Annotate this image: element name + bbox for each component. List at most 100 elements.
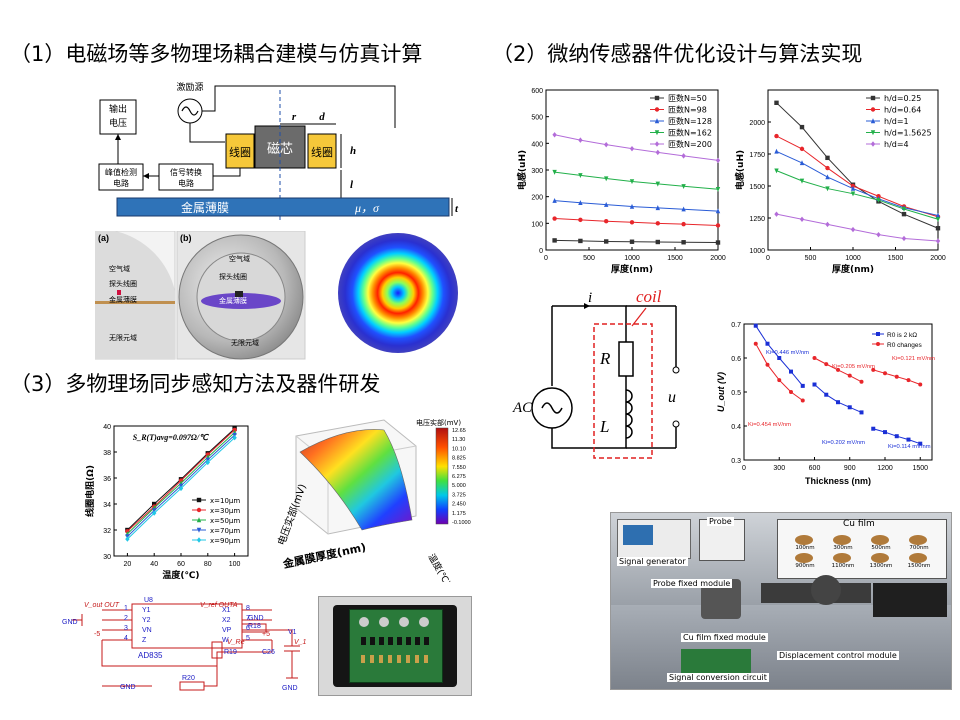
- cu-film-sample-label: 1300nm: [869, 563, 893, 569]
- x-tick-label: 2000: [710, 255, 726, 262]
- data-point: [901, 211, 907, 217]
- data-point: [850, 191, 856, 197]
- data-point: [799, 146, 805, 152]
- data-point: [824, 362, 829, 367]
- data-point: [825, 221, 830, 228]
- data-point: [918, 441, 923, 446]
- data-point: [825, 186, 830, 192]
- colorbar-tick-label: -0.1000: [452, 520, 471, 526]
- legend-entry: h/d=4: [884, 140, 909, 149]
- x-tick-label: 600: [809, 465, 821, 472]
- data-point: [578, 238, 583, 244]
- legend-entry: h/d=1: [884, 117, 909, 126]
- data-point: [800, 383, 805, 388]
- legend-entry: R0 is 2 kΩ: [887, 332, 917, 339]
- data-point: [789, 369, 793, 374]
- output-voltage-label-2: 电压: [109, 117, 127, 129]
- x-tick-label: 900: [844, 465, 856, 472]
- peak-detect-label-2: 电路: [113, 178, 129, 188]
- label-a: (a): [98, 233, 109, 243]
- data-point: [774, 168, 779, 174]
- legend-marker: [870, 141, 876, 147]
- data-point: [825, 155, 830, 161]
- sim-a-probe: 探头线圈: [109, 279, 137, 288]
- data-point: [578, 200, 583, 205]
- legend-marker: [876, 332, 880, 336]
- cu-film-sample-label: 300nm: [833, 545, 853, 551]
- surface-plot-3d: 电压实部(mV) 金属膜厚度(nm) 温度(℃) 电压实部(mV) 12.651…: [275, 418, 471, 583]
- pin-left: VN: [142, 627, 152, 634]
- output-voltage-box: [99, 99, 137, 135]
- simulation-domain-images: (a) 空气域 探头线圈 金属薄膜 无限元域 (b) 空气域 探头线圈 金属薄膜…: [95, 231, 458, 360]
- data-point: [871, 367, 876, 372]
- x-tick-label: 1500: [912, 465, 928, 472]
- data-point: [629, 220, 635, 225]
- data-point: [777, 378, 782, 383]
- legend-marker: [654, 141, 660, 147]
- data-point: [715, 157, 721, 164]
- cu-film-sample: 700nm: [901, 535, 937, 553]
- data-point: [774, 148, 779, 154]
- ac-label: AC: [512, 400, 533, 416]
- surface-ylabel: 温度(℃): [425, 552, 453, 583]
- plus5-label: +5: [262, 631, 270, 638]
- x-tick-label: 300: [773, 465, 785, 472]
- data-point: [629, 203, 635, 209]
- data-point: [604, 239, 609, 244]
- metal-film: [116, 197, 450, 217]
- data-point: [876, 231, 881, 238]
- y-tick-label: 0.4: [731, 424, 741, 431]
- signal-conversion-label-2: 电路: [178, 178, 194, 188]
- cu-film-sample-label: 900nm: [795, 563, 815, 569]
- legend-marker: [870, 95, 876, 101]
- data-point: [629, 145, 635, 152]
- output-voltage-label-1: 输出: [109, 103, 127, 115]
- resistor-icon: [618, 341, 634, 377]
- y-tick-label: 1000: [749, 248, 765, 255]
- sim-b-air: 空气域: [229, 254, 250, 263]
- coil-label: coil: [636, 287, 662, 306]
- data-point: [578, 173, 583, 179]
- legend-marker: [654, 107, 660, 112]
- pin-left-number: 3: [124, 625, 128, 632]
- chart-annotation: Ki=0.446 mV/nm: [766, 350, 809, 356]
- y-tick-label: 0: [539, 248, 543, 255]
- surface-mesh: [299, 429, 413, 531]
- pin-right: X2: [222, 617, 231, 624]
- legend-entry: h/d=0.64: [884, 106, 921, 115]
- dim-t: t: [455, 203, 459, 215]
- y-tick-label: 1500: [749, 184, 765, 191]
- bench-signal-generator: Signal generator: [617, 557, 688, 566]
- y-axis-label: 线圈电阻(Ω): [84, 465, 96, 517]
- x-tick-label: 0: [544, 255, 548, 262]
- pin-right: VP: [222, 627, 232, 634]
- y-tick-label: 1250: [749, 216, 765, 223]
- pin-left-number: 2: [124, 615, 128, 622]
- legend-entry: R0 changes: [887, 342, 922, 349]
- data-point: [871, 426, 876, 431]
- data-point: [681, 206, 686, 212]
- heading-section-2: （2）微纳传感器件优化设计与算法实现: [492, 42, 863, 66]
- data-point: [935, 238, 941, 244]
- sim-b-film: 金属薄膜: [219, 296, 247, 305]
- gnd-left: GND: [62, 619, 78, 626]
- sim-b-probe: 探头线圈: [219, 272, 247, 281]
- gnd-right: GND: [248, 615, 264, 622]
- colorbar-tick-label: 7.550: [452, 465, 466, 471]
- cu-film-sample: 500nm: [863, 535, 899, 553]
- data-point: [777, 356, 782, 360]
- y-axis-label: 电感(uH): [516, 150, 528, 190]
- metal-film-label: 金属薄膜: [181, 200, 229, 215]
- x-tick-label: 1200: [877, 465, 893, 472]
- cu-film-disc: [909, 535, 927, 545]
- cu-film-sample: 1100nm: [825, 553, 861, 571]
- data-point: [901, 235, 907, 242]
- data-point: [765, 341, 770, 346]
- data-point: [825, 174, 830, 180]
- data-point: [935, 217, 941, 222]
- legend-marker: [654, 95, 660, 101]
- legend-marker: [654, 130, 660, 136]
